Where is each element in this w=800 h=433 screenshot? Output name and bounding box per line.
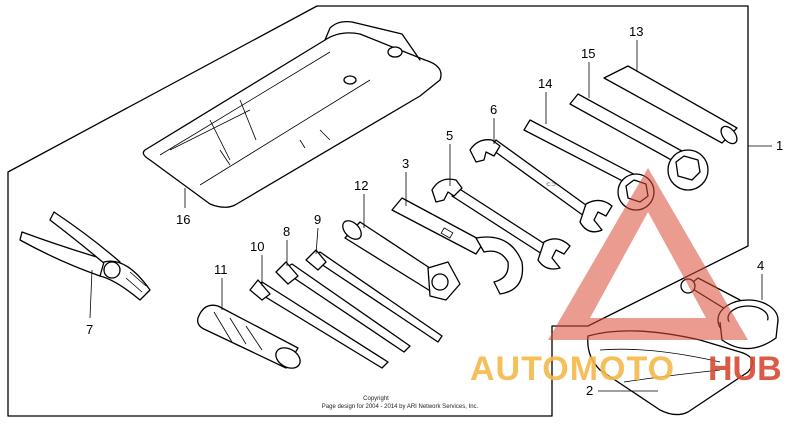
screwdriver-10	[249, 279, 389, 369]
open-wrench-5	[431, 178, 571, 270]
pliers-7	[19, 211, 151, 301]
socket-wrench-12	[342, 220, 461, 301]
copyright-line-2: Page design for 2004 - 2014 by ARI Netwo…	[322, 404, 479, 410]
callout-9: 9	[314, 212, 321, 227]
callout-6: 6	[490, 102, 497, 117]
callout-4: 4	[757, 258, 764, 273]
screwdriver-9	[305, 249, 443, 343]
callout-7: 7	[86, 322, 93, 337]
callout-11: 11	[214, 262, 228, 277]
callout-12: 12	[354, 178, 368, 193]
handle-sleeve-13	[603, 65, 738, 145]
box-wrench-14	[523, 119, 709, 211]
open-wrench-6: ⊂⊃	[469, 139, 613, 233]
callout-2: 2	[586, 383, 593, 398]
leader-lines	[89, 40, 772, 392]
copyright-line-1: Copyright	[363, 396, 389, 402]
callout-10: 10	[250, 239, 264, 254]
callout-15: 15	[581, 46, 595, 61]
callout-16: 16	[176, 212, 190, 227]
screwdriver-handle-11	[197, 304, 301, 369]
watermark-text-automoto: AUTOMOTO	[470, 350, 675, 388]
callout-5: 5	[446, 128, 453, 143]
callout-13: 13	[629, 24, 643, 39]
callout-14: 14	[538, 76, 552, 91]
screwdriver-8	[275, 261, 411, 353]
pin-spanner-3	[391, 197, 524, 295]
tool-bag-16	[142, 20, 442, 208]
callout-8: 8	[283, 224, 290, 239]
callout-1: 1	[776, 138, 783, 153]
automotohub-watermark: AUTOMOTO HUB	[470, 168, 782, 388]
watermark-text-hub: HUB	[708, 350, 782, 388]
wrench-size-mark: ⊂⊃	[546, 182, 556, 188]
callout-3: 3	[402, 156, 409, 171]
watermark-triangle-logo	[548, 168, 748, 340]
